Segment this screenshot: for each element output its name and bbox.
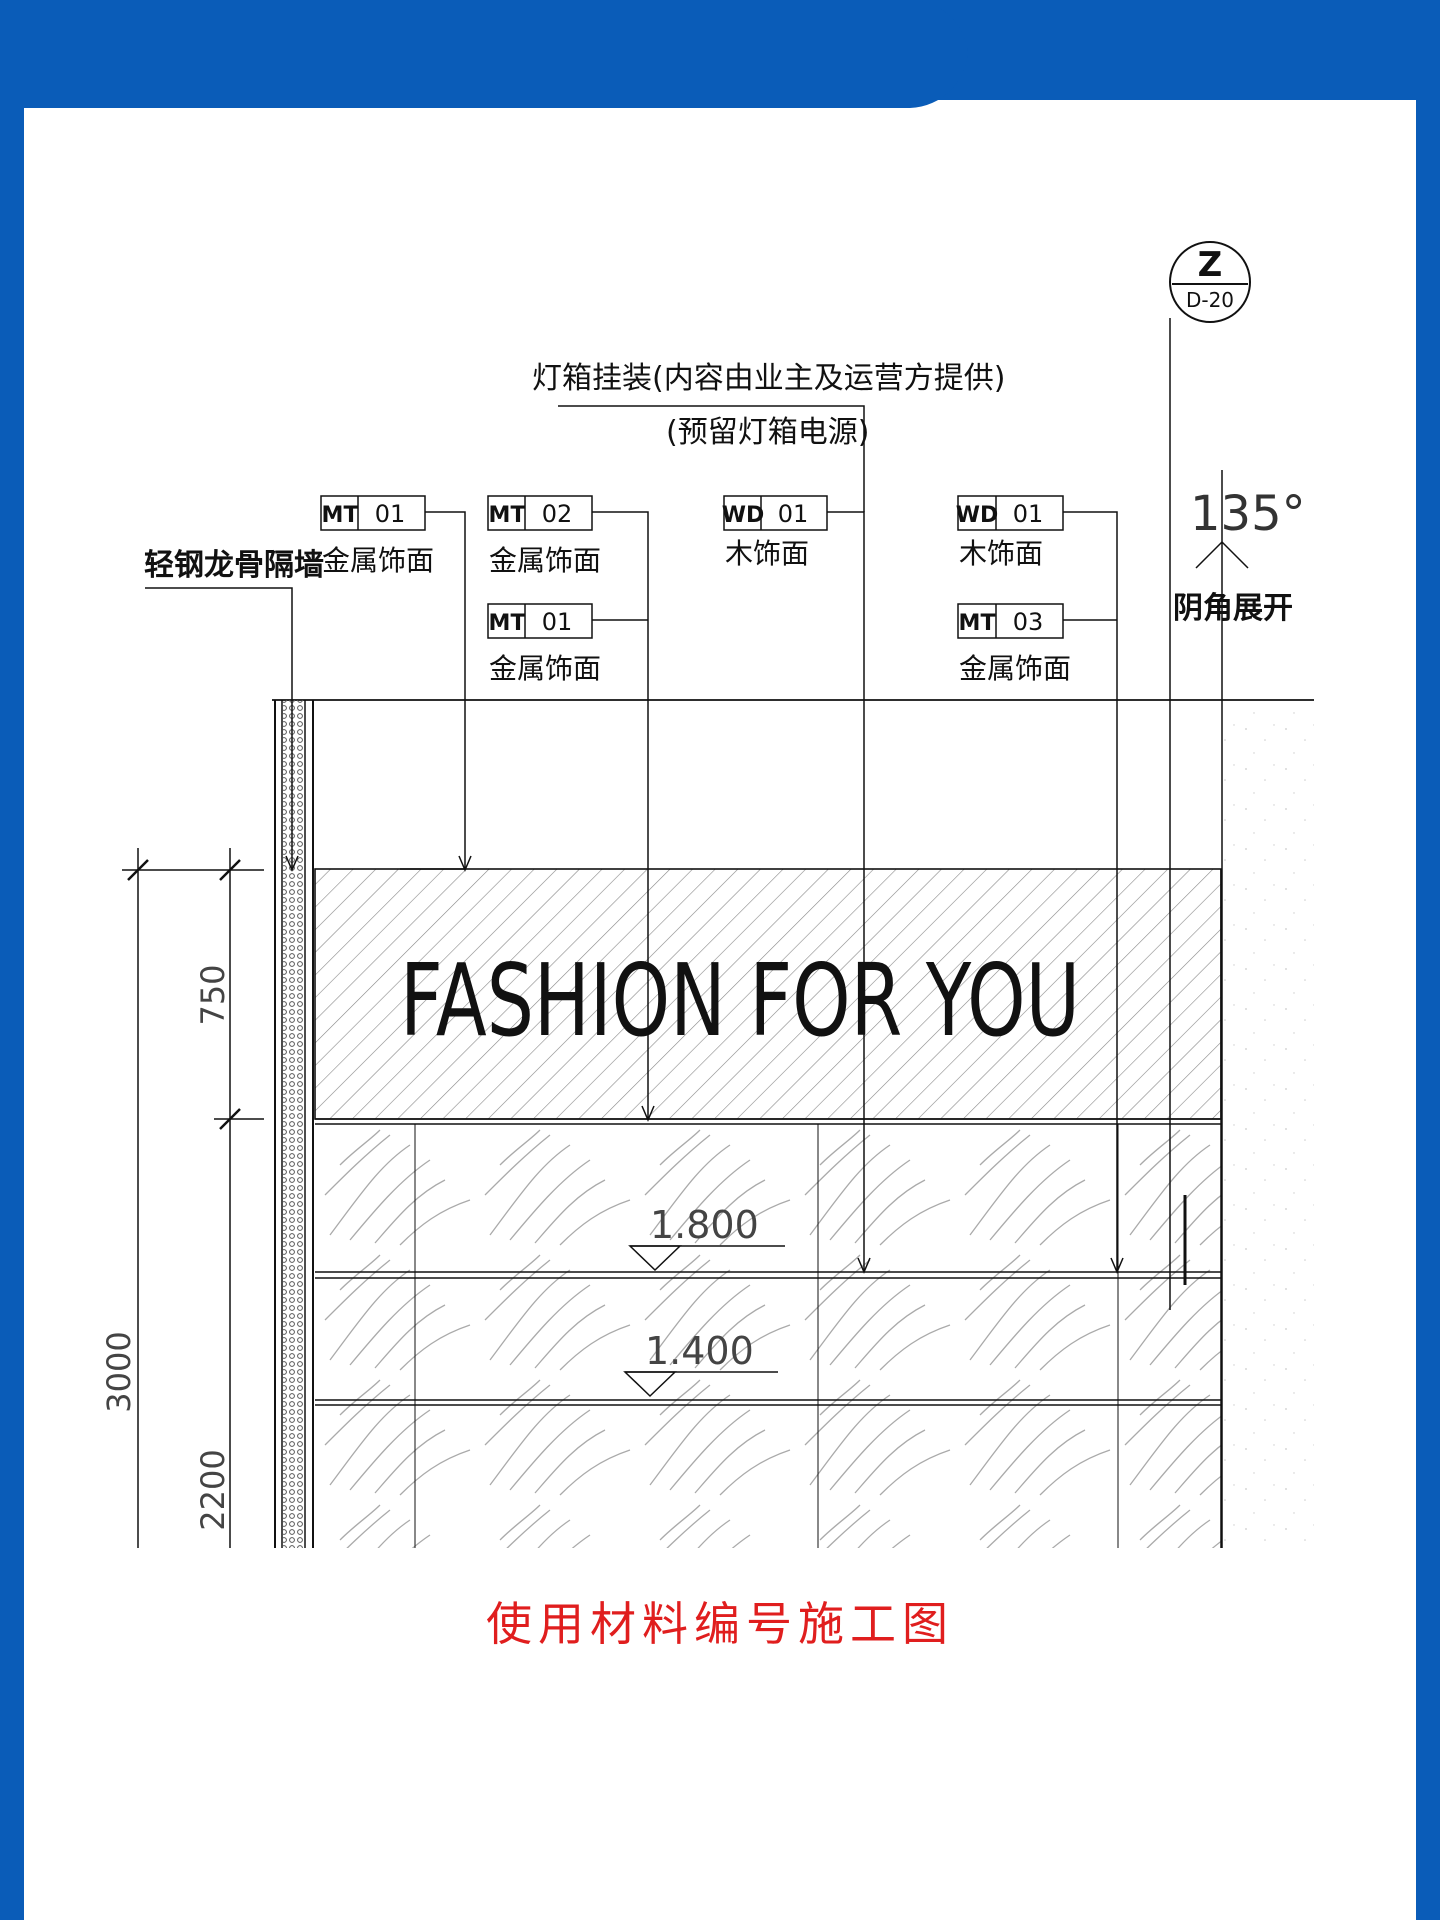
- angle-label: 135°: [1190, 486, 1306, 542]
- material-tag: MT 02 金属饰面: [487, 495, 601, 577]
- tag-number: 01: [542, 608, 573, 636]
- tag-number: 02: [542, 500, 573, 528]
- level-marker-1800: 1.800: [628, 1203, 785, 1272]
- header-tab: [0, 0, 968, 108]
- wood-panel-area: [315, 1121, 1221, 1548]
- tag-description: 金属饰面: [489, 652, 601, 685]
- drawing-caption: 使用材料编号施工图: [486, 1597, 954, 1651]
- tag-description: 木饰面: [725, 537, 809, 570]
- level-1400: 1.400: [645, 1329, 754, 1373]
- section-letter: Z: [1198, 245, 1223, 285]
- arrowheads: [285, 540, 1249, 1274]
- material-tag: WD 01 木饰面: [956, 495, 1064, 570]
- tag-number: 03: [1013, 608, 1044, 636]
- lightbox-note: 灯箱挂装(内容由业主及运营方提供): [532, 361, 1005, 396]
- panel-lines: [315, 869, 1222, 1548]
- lightbox-panel: [314, 868, 1222, 1120]
- material-tag: MT 01 金属饰面: [320, 495, 434, 577]
- tag-code: MT: [489, 503, 526, 528]
- concrete-wall: [1222, 700, 1314, 1548]
- tag-code: WD: [956, 503, 999, 528]
- tag-description: 金属饰面: [489, 544, 601, 577]
- tag-code: MT: [322, 503, 359, 528]
- section-marker: Z D-20: [1169, 241, 1251, 323]
- dim-2200: 2200: [194, 1449, 232, 1530]
- section-sheet: D-20: [1186, 288, 1234, 312]
- tag-number: 01: [778, 500, 809, 528]
- partition-wall-label: 轻钢龙骨隔墙: [144, 548, 324, 583]
- tag-code: MT: [959, 611, 996, 636]
- dimension-lines: [122, 848, 264, 1548]
- lightbox-power-note: (预留灯箱电源): [666, 415, 869, 450]
- material-tag: WD 01 木饰面: [722, 495, 828, 570]
- tag-description: 木饰面: [959, 537, 1043, 570]
- leader-lines: [145, 318, 1223, 1548]
- tag-code: WD: [722, 503, 765, 528]
- signage-text: FASHION FOR YOU: [400, 942, 1080, 1059]
- dim-3000: 3000: [100, 1331, 138, 1412]
- tag-number: 01: [375, 500, 406, 528]
- tag-description: 金属饰面: [322, 544, 434, 577]
- corner-expand-label: 阴角展开: [1173, 591, 1293, 626]
- level-1800: 1.800: [650, 1203, 759, 1247]
- partition-wall: [274, 700, 314, 1548]
- tag-number: 01: [1013, 500, 1044, 528]
- tag-code: MT: [489, 611, 526, 636]
- material-tag: MT 03 金属饰面: [957, 603, 1071, 685]
- dim-750: 750: [194, 964, 232, 1025]
- material-tag: MT 01 金属饰面: [487, 603, 601, 685]
- tag-description: 金属饰面: [959, 652, 1071, 685]
- level-marker-1400: 1.400: [623, 1329, 778, 1398]
